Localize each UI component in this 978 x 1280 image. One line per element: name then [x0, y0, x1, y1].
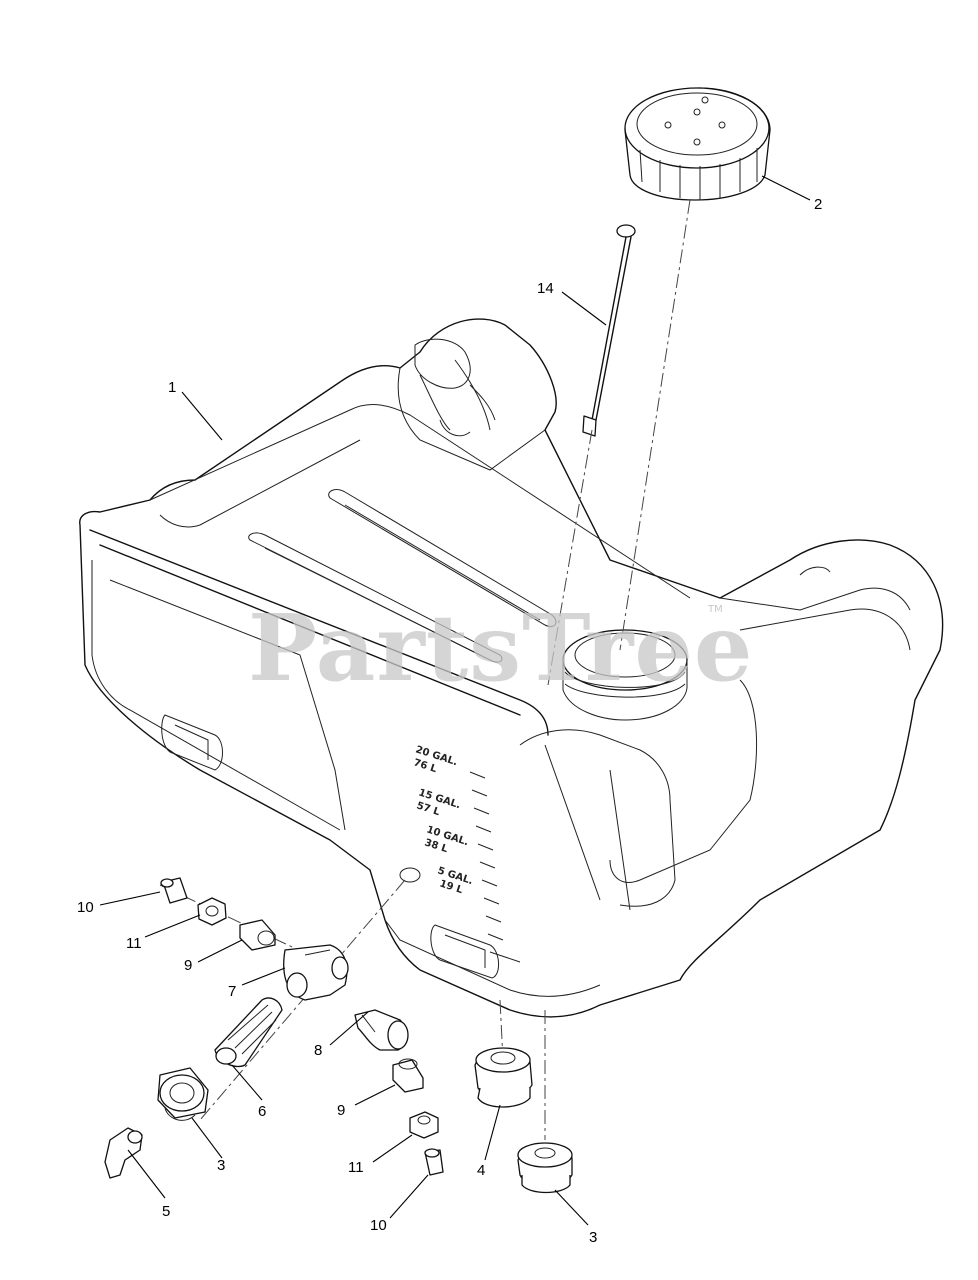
- callout-3-left: 3: [217, 1157, 225, 1174]
- callout-10-lower: 10: [370, 1217, 387, 1234]
- part-7-tee[interactable]: [283, 944, 349, 1001]
- callout-labels: 1 2 14 10 11 9 7 8 6 3 5 9 11 10 4 3: [77, 196, 822, 1246]
- part-3-bulkhead-right[interactable]: [517, 1142, 573, 1194]
- part-10-nozzle-upper[interactable]: [160, 877, 188, 904]
- part-11-nut-lower[interactable]: [409, 1111, 439, 1139]
- part-8-elbow[interactable]: [354, 1009, 409, 1051]
- callout-9-upper: 9: [184, 957, 192, 974]
- tank-capacity-scale: 20 GAL. 76 L 15 GAL. 57 L 10 GAL. 38 L 5…: [412, 744, 474, 896]
- callout-10-upper: 10: [77, 899, 94, 916]
- callout-3-right: 3: [589, 1229, 597, 1246]
- callout-5: 5: [162, 1203, 170, 1220]
- part-9-adapter-lower[interactable]: [392, 1058, 424, 1093]
- part-6-filter[interactable]: [214, 997, 283, 1068]
- watermark-trademark: TM: [707, 604, 723, 615]
- callout-4: 4: [477, 1162, 485, 1179]
- tank-cap[interactable]: [624, 87, 771, 201]
- callout-8: 8: [314, 1042, 322, 1059]
- part-5-hose-elbow[interactable]: [104, 1127, 143, 1179]
- tank-body[interactable]: [79, 318, 944, 1018]
- callout-14: 14: [537, 280, 554, 297]
- part-3-bulkhead-left[interactable]: [157, 1067, 209, 1121]
- callout-7: 7: [228, 983, 236, 1000]
- part-10-nozzle-lower[interactable]: [424, 1148, 444, 1176]
- dipstick[interactable]: [582, 224, 636, 437]
- tank-scale-ticks: [469, 771, 521, 963]
- callout-9-lower: 9: [337, 1102, 345, 1119]
- callout-11-lower: 11: [348, 1159, 364, 1176]
- leader-lines: [99, 175, 811, 1226]
- callout-6: 6: [258, 1103, 266, 1120]
- watermark: PartsTree TM: [248, 594, 753, 702]
- watermark-text: PartsTree: [248, 594, 753, 702]
- callout-1: 1: [168, 379, 176, 396]
- part-11-nut-upper[interactable]: [197, 897, 227, 926]
- callout-11-upper: 11: [126, 935, 142, 952]
- callout-2: 2: [814, 196, 822, 213]
- part-4-bulkhead[interactable]: [474, 1047, 533, 1108]
- part-9-adapter-upper[interactable]: [239, 919, 276, 951]
